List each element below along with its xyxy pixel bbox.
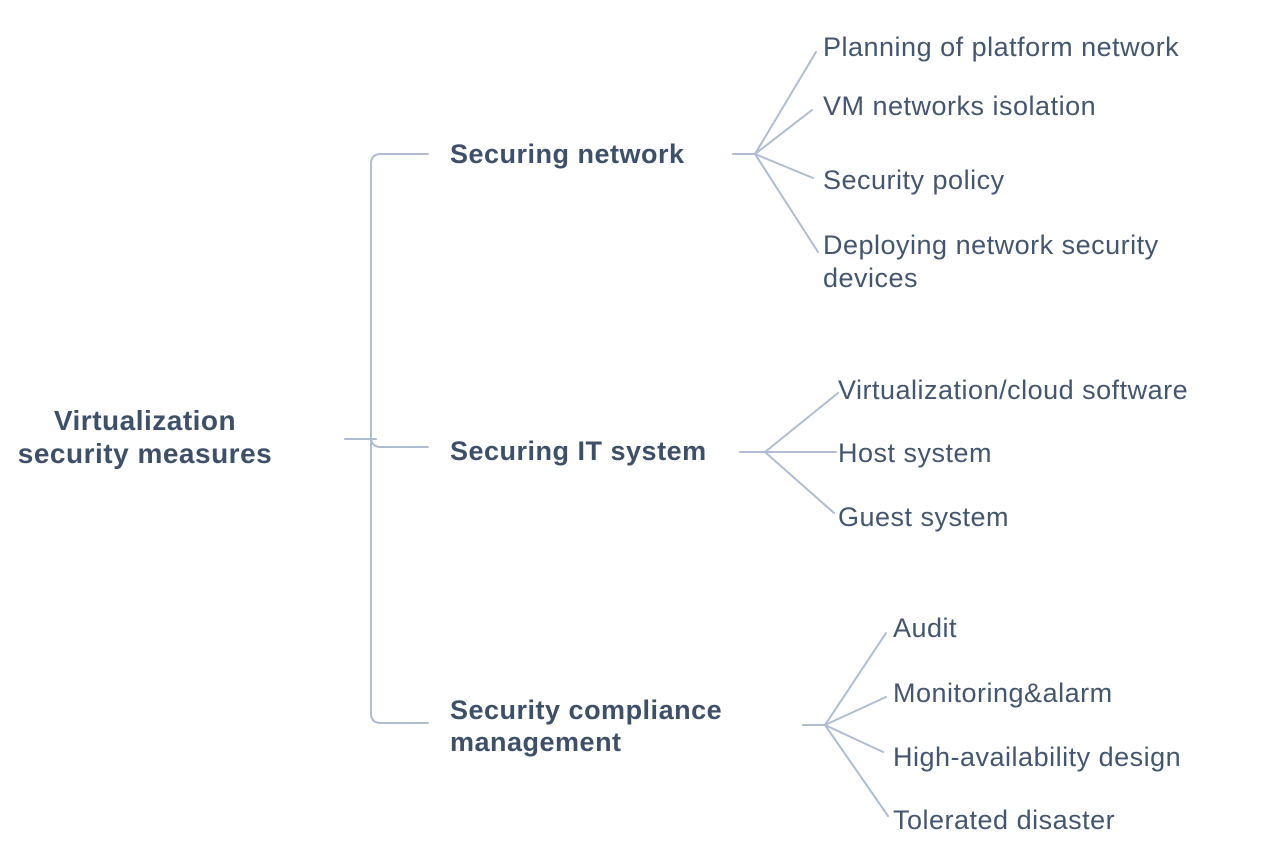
leaf-node-high-availability-design: High-availability design	[893, 742, 1182, 772]
leaf-node-security-policy: Security policy	[823, 165, 1005, 195]
branch-1-fan-lines	[732, 51, 819, 253]
leaf-node-audit: Audit	[893, 613, 958, 643]
branch-3-fan-lines	[802, 632, 889, 817]
branch-2-exit-line	[370, 436, 429, 448]
branch-node-securing-it-system: Securing IT system	[450, 436, 707, 466]
trunk-line	[370, 153, 429, 724]
leaf-node-deploying-network-security-devices: Deploying network security devices	[823, 230, 1159, 293]
leaf-node-monitoring-alarm: Monitoring&alarm	[893, 678, 1113, 708]
branch-node-security-compliance-management: Security compliance management	[450, 695, 723, 757]
leaf-node-guest-system: Guest system	[838, 502, 1010, 532]
branch-node-securing-network: Securing network	[450, 139, 685, 169]
leaf-node-virtualization-cloud-software: Virtualization/cloud software	[838, 375, 1189, 405]
leaf-node-planning-of-platform-network: Planning of platform network	[823, 32, 1180, 62]
root-node: Virtualization security measures	[17, 405, 273, 469]
leaf-node-vm-networks-isolation: VM networks isolation	[823, 91, 1097, 121]
branch-2-fan-lines	[739, 392, 839, 514]
leaf-node-host-system: Host system	[838, 438, 993, 468]
leaf-node-tolerated-disaster: Tolerated disaster	[893, 805, 1116, 835]
